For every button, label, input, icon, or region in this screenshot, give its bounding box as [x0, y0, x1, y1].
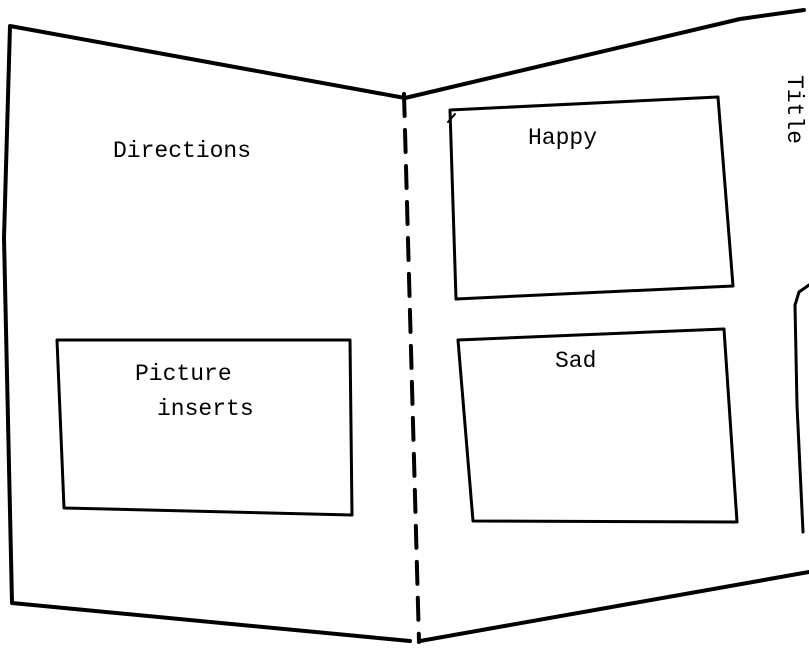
title-label: Title: [781, 75, 807, 144]
happy-label: Happy: [528, 125, 597, 151]
center-fold-line: [402, 92, 421, 644]
back-sheet-edge: [793, 283, 809, 534]
picture-inserts-label-line1: Picture: [135, 361, 232, 387]
picture-inserts-pocket: [55, 338, 354, 517]
right-panel-outline: [403, 8, 809, 643]
picture-inserts-label-line2: inserts: [157, 396, 254, 422]
left-panel-outline: [2, 24, 412, 643]
happy-pocket: [448, 95, 735, 301]
sad-label: Sad: [555, 348, 596, 374]
happy-pocket-tick: [447, 113, 456, 123]
directions-label: Directions: [113, 138, 251, 164]
sad-pocket: [456, 327, 739, 524]
